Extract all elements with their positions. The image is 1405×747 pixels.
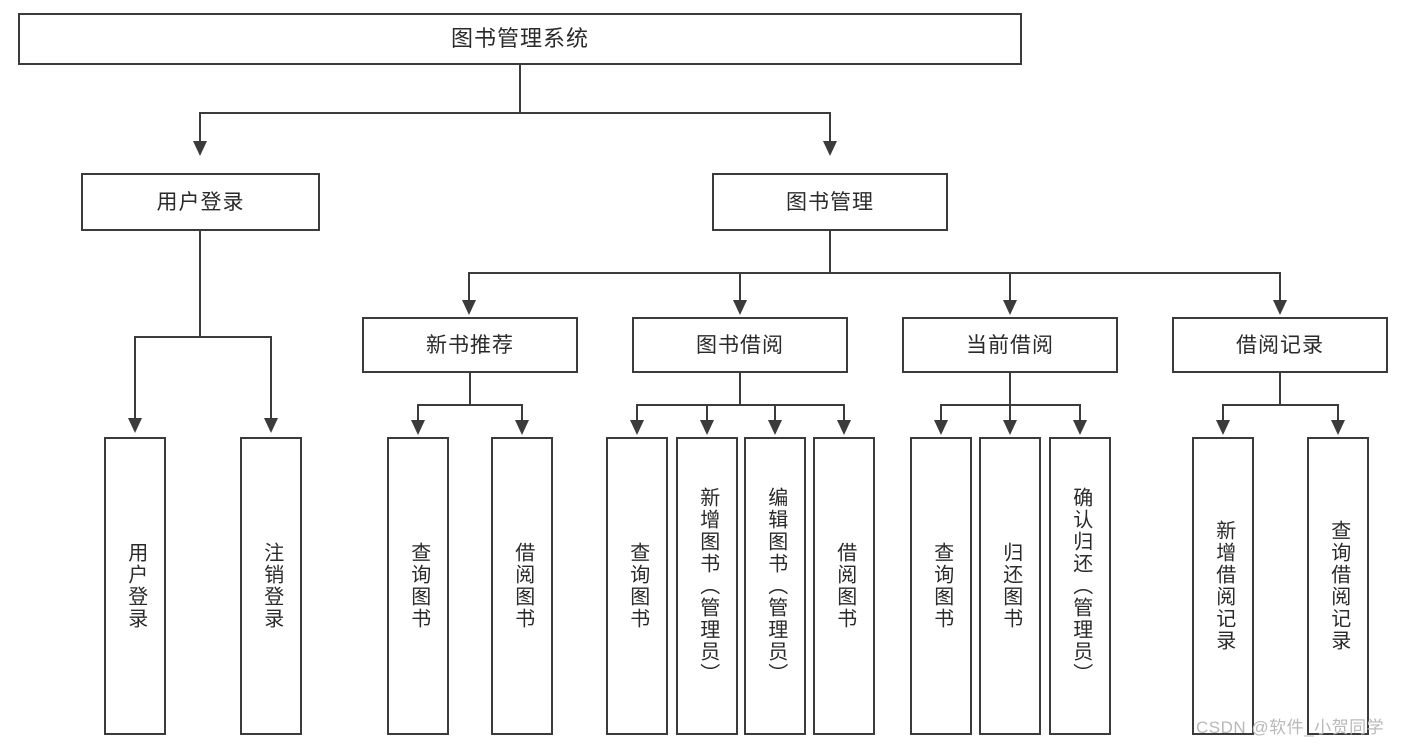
connector-borrow-stem xyxy=(739,373,741,405)
arrowhead-leaf-user-login xyxy=(128,418,142,433)
arrowhead-user-login xyxy=(193,141,207,156)
node-label: 确认归还（管理员） xyxy=(1069,487,1092,685)
arrowhead-book-manage xyxy=(823,141,837,156)
node-root-system[interactable]: 图书管理系统 xyxy=(18,13,1022,65)
connector-records-drop-2 xyxy=(1337,404,1339,422)
leaf-records-query-record[interactable]: 查询借阅记录 xyxy=(1307,437,1369,735)
arrowhead-newbook-leaf-2 xyxy=(515,420,529,435)
node-label: 查询图书 xyxy=(930,542,953,630)
arrowhead-borrow-leaf-1 xyxy=(630,420,644,435)
connector-userlogin-bus xyxy=(134,336,272,338)
connector-bookmgmt-drop-1 xyxy=(468,272,470,302)
connector-newbook-stem xyxy=(469,373,471,405)
node-book-management[interactable]: 图书管理 xyxy=(712,173,948,231)
node-book-borrow[interactable]: 图书借阅 xyxy=(632,317,848,373)
leaf-borrow-edit-book-admin[interactable]: 编辑图书（管理员） xyxy=(744,437,806,735)
arrowhead-current-borrow xyxy=(1003,300,1017,315)
leaf-borrow-add-book-admin[interactable]: 新增图书（管理员） xyxy=(676,437,738,735)
connector-borrow-drop-1 xyxy=(636,404,638,422)
connector-current-drop-1 xyxy=(940,404,942,422)
node-label: 用户登录 xyxy=(124,542,147,630)
csdn-watermark: CSDN @软件_小贺同学 xyxy=(1196,713,1384,738)
connector-borrow-drop-2 xyxy=(706,404,708,422)
arrowhead-leaf-logout xyxy=(264,418,278,433)
leaf-newbook-borrow-books[interactable]: 借阅图书 xyxy=(491,437,553,735)
node-borrow-records[interactable]: 借阅记录 xyxy=(1172,317,1388,373)
connector-bookmgmt-drop-3 xyxy=(1009,272,1011,302)
leaf-borrow-query-books[interactable]: 查询图书 xyxy=(606,437,668,735)
node-label: 查询图书 xyxy=(407,542,430,630)
watermark-text: CSDN @软件_小贺同学 xyxy=(1196,718,1385,737)
leaf-user-login[interactable]: 用户登录 xyxy=(104,437,166,735)
node-label: 查询图书 xyxy=(626,542,649,630)
connector-root-stem xyxy=(519,65,521,113)
node-label: 图书借阅 xyxy=(696,333,784,357)
node-label: 借阅记录 xyxy=(1236,333,1324,357)
arrowhead-new-book xyxy=(462,300,476,315)
connector-newbook-bus xyxy=(417,404,522,406)
connector-bookmgmt-drop-2 xyxy=(739,272,741,302)
connector-bookmgmt-drop-4 xyxy=(1279,272,1281,302)
connector-root-drop-right xyxy=(829,112,831,143)
node-label: 当前借阅 xyxy=(966,333,1054,357)
arrowhead-records-leaf-2 xyxy=(1331,420,1345,435)
leaf-logout[interactable]: 注销登录 xyxy=(240,437,302,735)
node-label: 借阅图书 xyxy=(511,542,534,630)
leaf-current-confirm-return-admin[interactable]: 确认归还（管理员） xyxy=(1049,437,1111,735)
arrowhead-records-leaf-1 xyxy=(1216,420,1230,435)
connector-userlogin-drop-2 xyxy=(270,336,272,420)
connector-borrow-bus xyxy=(636,404,845,406)
arrowhead-borrow-records xyxy=(1273,300,1287,315)
connector-userlogin-stem xyxy=(199,231,201,337)
arrowhead-newbook-leaf-1 xyxy=(411,420,425,435)
node-label: 注销登录 xyxy=(260,542,283,630)
connector-records-drop-1 xyxy=(1222,404,1224,422)
connector-current-drop-3 xyxy=(1079,404,1081,422)
arrowhead-current-leaf-2 xyxy=(1003,420,1017,435)
node-label: 查询借阅记录 xyxy=(1327,520,1350,652)
connector-root-bus xyxy=(199,112,831,114)
leaf-newbook-query-books[interactable]: 查询图书 xyxy=(387,437,449,735)
node-label: 用户登录 xyxy=(156,190,245,214)
connector-borrow-drop-3 xyxy=(774,404,776,422)
node-current-borrow[interactable]: 当前借阅 xyxy=(902,317,1118,373)
connector-bookmgmt-bus xyxy=(468,272,1281,274)
connector-newbook-drop-2 xyxy=(521,404,523,422)
connector-current-drop-2 xyxy=(1009,404,1011,422)
node-label: 编辑图书（管理员） xyxy=(764,487,787,685)
arrowhead-book-borrow xyxy=(733,300,747,315)
connector-records-stem xyxy=(1279,373,1281,405)
arrowhead-current-leaf-1 xyxy=(934,420,948,435)
leaf-current-query-books[interactable]: 查询图书 xyxy=(910,437,972,735)
leaf-current-return-books[interactable]: 归还图书 xyxy=(979,437,1041,735)
connector-current-stem xyxy=(1009,373,1011,405)
node-label: 新增图书（管理员） xyxy=(696,487,719,685)
node-label: 新增借阅记录 xyxy=(1212,520,1235,652)
connector-borrow-drop-4 xyxy=(843,404,845,422)
arrowhead-borrow-leaf-4 xyxy=(837,420,851,435)
connector-root-drop-left xyxy=(199,112,201,143)
node-label: 图书管理系统 xyxy=(450,26,589,51)
node-label: 新书推荐 xyxy=(426,333,514,357)
connector-userlogin-drop-1 xyxy=(134,336,136,420)
node-new-book-recommend[interactable]: 新书推荐 xyxy=(362,317,578,373)
connector-newbook-drop-1 xyxy=(417,404,419,422)
connector-records-bus xyxy=(1222,404,1338,406)
arrowhead-current-leaf-3 xyxy=(1073,420,1087,435)
connector-bookmgmt-stem xyxy=(829,231,831,273)
node-label: 归还图书 xyxy=(999,542,1022,630)
node-label: 借阅图书 xyxy=(833,542,856,630)
arrowhead-borrow-leaf-2 xyxy=(700,420,714,435)
node-user-login[interactable]: 用户登录 xyxy=(81,173,320,231)
leaf-borrow-borrow-books[interactable]: 借阅图书 xyxy=(813,437,875,735)
arrowhead-borrow-leaf-3 xyxy=(768,420,782,435)
node-label: 图书管理 xyxy=(786,190,874,214)
leaf-records-add-record[interactable]: 新增借阅记录 xyxy=(1192,437,1254,735)
